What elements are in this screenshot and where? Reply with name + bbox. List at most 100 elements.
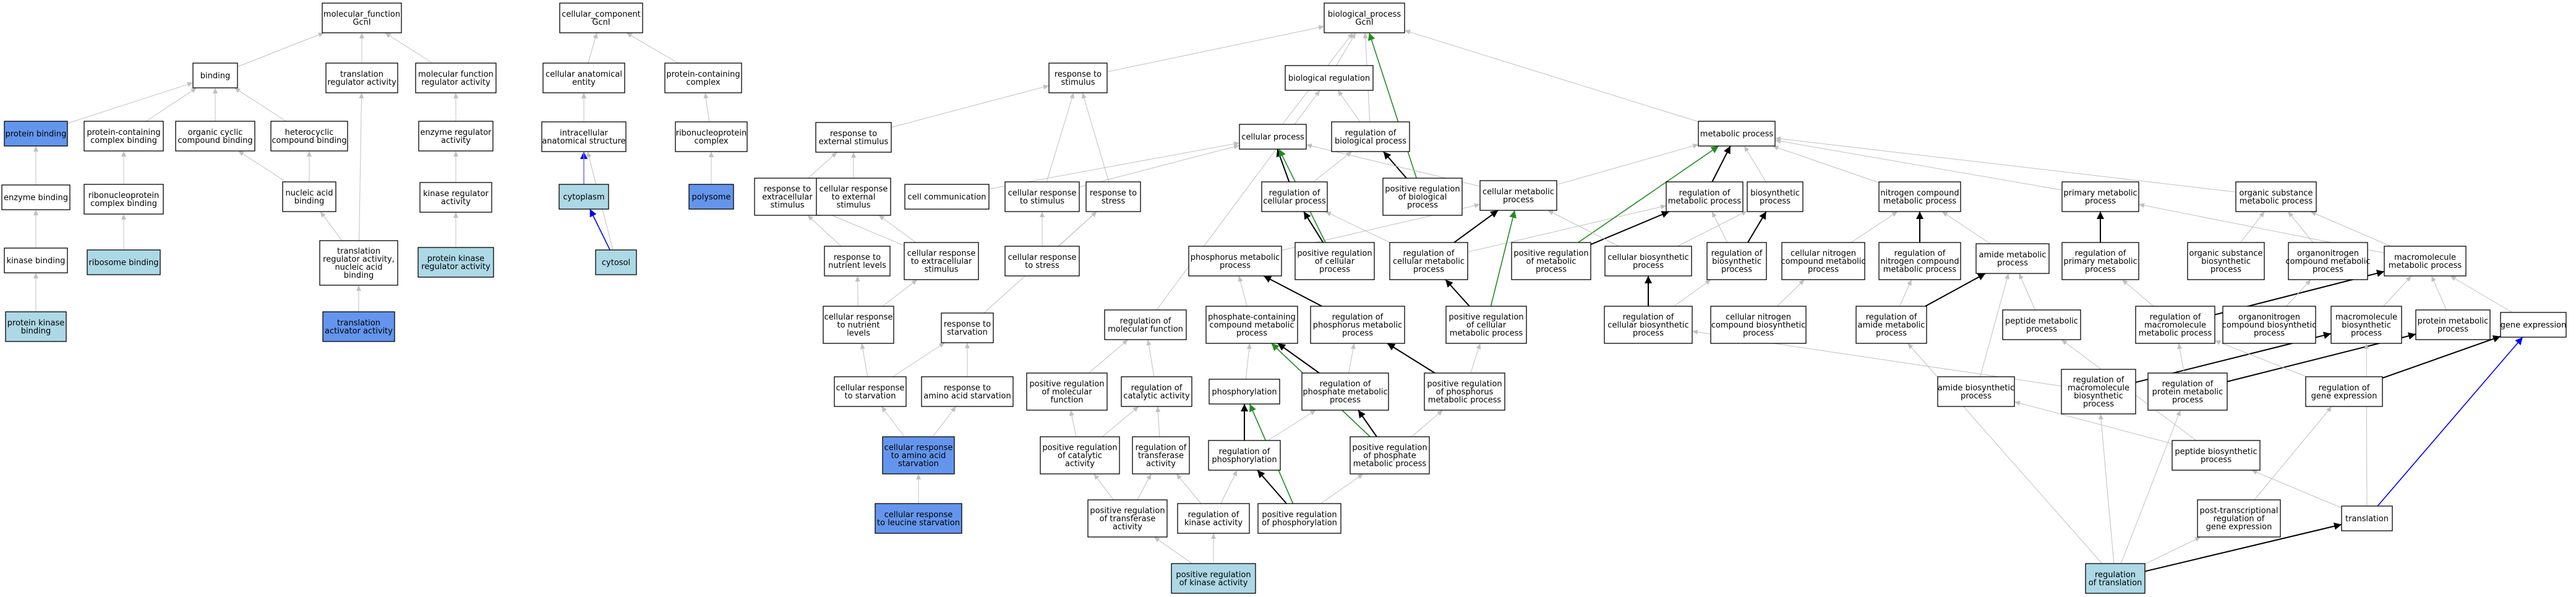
node-polysome[interactable]: polysome: [688, 184, 734, 210]
node-phosphorylation[interactable]: phosphorylation: [1209, 379, 1280, 405]
node-ribosome-binding[interactable]: ribosome binding: [87, 249, 161, 275]
node-metabolic-process[interactable]: metabolic process: [1698, 121, 1776, 147]
node-cytoplasm[interactable]: cytoplasm: [558, 184, 609, 210]
node-translation[interactable]: translation: [2341, 505, 2393, 531]
node-cellular-process[interactable]: cellular process: [1239, 124, 1307, 150]
node-cell-communication[interactable]: cell communication: [904, 184, 990, 210]
node-regulation-of-macromolecule-biosynthetic-process[interactable]: regulation ofmacromoleculebiosyntheticpr…: [2061, 369, 2136, 414]
node-cytosol[interactable]: cytosol: [595, 249, 637, 275]
node-kinase-binding[interactable]: kinase binding: [4, 247, 68, 273]
node-enzyme-binding[interactable]: enzyme binding: [1, 184, 71, 210]
node-gene-expression[interactable]: gene expression: [2500, 312, 2567, 338]
node-binding[interactable]: binding: [192, 62, 238, 88]
node-biological-regulation[interactable]: biological regulation: [1285, 65, 1374, 91]
